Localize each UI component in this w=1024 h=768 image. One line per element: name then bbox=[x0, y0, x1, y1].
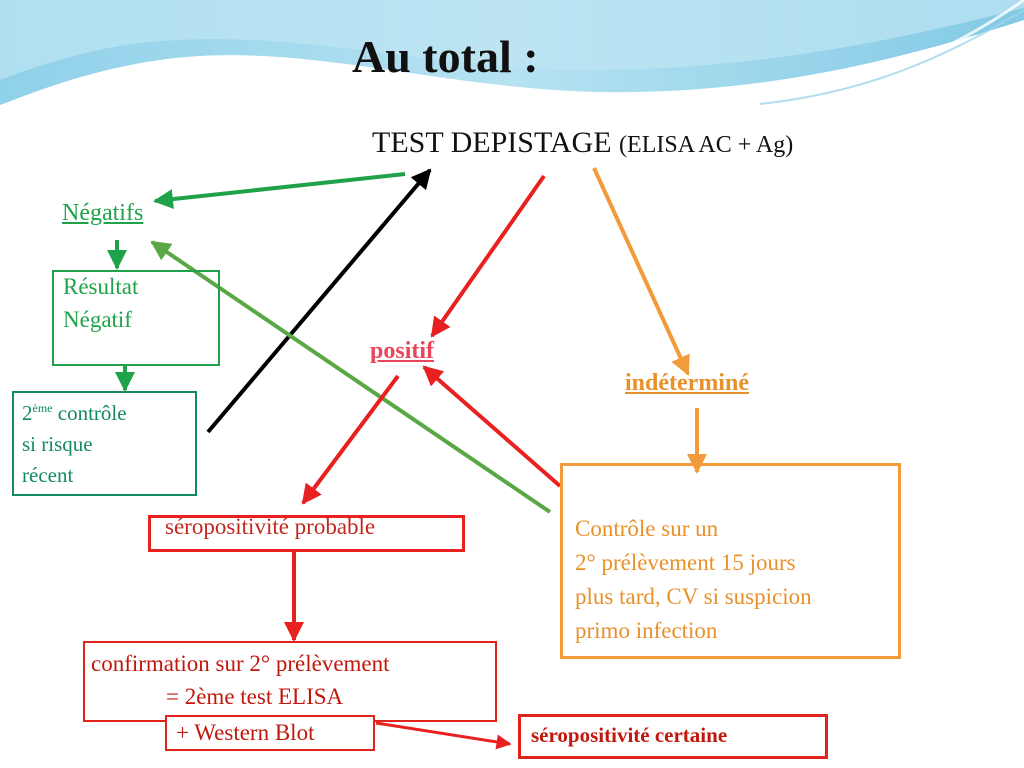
positif-label: positif bbox=[370, 338, 435, 364]
second-controle-sup: ème bbox=[32, 401, 53, 415]
arrow-controle-to-test bbox=[206, 168, 432, 434]
second-controle-line1: 2ème contrôle bbox=[22, 398, 127, 429]
controle-line3: plus tard, CV si suspicion bbox=[575, 584, 812, 609]
seropositivite-probable-text: séropositivité probable bbox=[165, 514, 376, 539]
arrow-controle-orange-to-positif bbox=[422, 365, 562, 488]
arrow-test-to-positif bbox=[430, 174, 546, 338]
seropositivite-certaine-box bbox=[518, 714, 828, 759]
seropositivite-certaine-text: séropositivité certaine bbox=[531, 723, 728, 747]
seropositivite-probable-box bbox=[148, 515, 465, 552]
second-controle-line3: récent bbox=[22, 463, 74, 487]
second-controle-word: contrôle bbox=[52, 401, 127, 425]
second-controle-box bbox=[12, 391, 197, 496]
negatifs-label: Négatifs bbox=[62, 200, 144, 226]
controle-orange-box bbox=[560, 463, 901, 659]
confirmation-line1: confirmation sur 2° prélèvement bbox=[91, 651, 390, 676]
test-depistage-node: TEST DEPISTAGE (ELISA AC + Ag) bbox=[372, 126, 793, 160]
arrow-positif-to-seroprobable bbox=[301, 374, 400, 505]
resultat-line2: Négatif bbox=[63, 307, 132, 332]
second-controle-line2: si risque bbox=[22, 432, 93, 456]
controle-line1: Contrôle sur un bbox=[575, 516, 719, 541]
controle-line2: 2° prélèvement 15 jours bbox=[575, 550, 796, 575]
controle-orange-text: Contrôle sur un 2° prélèvement 15 jours … bbox=[575, 512, 812, 648]
resultat-negatif-text: Résultat Négatif bbox=[63, 270, 138, 336]
slide-title: Au total : bbox=[352, 31, 539, 82]
resultat-negatif-box bbox=[52, 270, 220, 366]
western-blot-box bbox=[165, 715, 375, 751]
indetermine-label: indéterminé bbox=[625, 370, 749, 396]
arrow-test-to-negatifs bbox=[153, 172, 406, 210]
arrow-westernblot-to-certaine bbox=[375, 721, 512, 750]
confirmation-line2: = 2ème test ELISA bbox=[166, 684, 344, 709]
test-depistage-method: (ELISA AC + Ag) bbox=[619, 132, 794, 158]
resultat-line1: Résultat bbox=[63, 274, 139, 299]
second-controle-text: 2ème contrôle si risque récent bbox=[22, 398, 127, 491]
second-controle-number: 2 bbox=[22, 401, 33, 425]
arrow-test-to-indetermine bbox=[592, 167, 690, 376]
test-depistage-label: TEST DEPISTAGE bbox=[372, 126, 612, 159]
controle-line4: primo infection bbox=[575, 618, 718, 643]
western-blot-text: + Western Blot bbox=[176, 720, 315, 745]
